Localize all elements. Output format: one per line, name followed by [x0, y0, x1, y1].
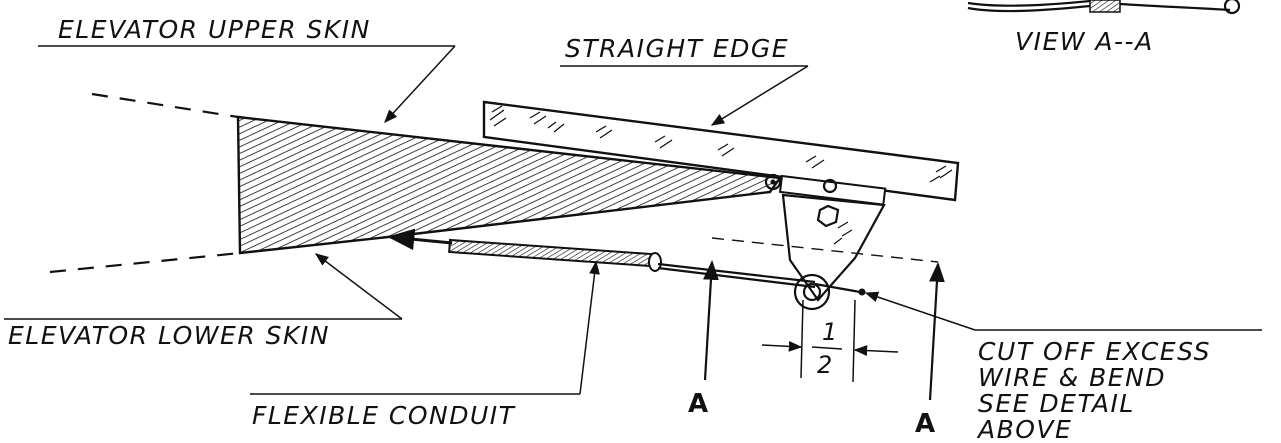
- horn-eye: [793, 273, 831, 311]
- straight-edge-label: STRAIGHT EDGE: [565, 34, 789, 63]
- control-horn: [781, 193, 886, 302]
- conduit-leader: [579, 260, 600, 395]
- hinge-bolt-head: [822, 178, 838, 194]
- upper-skin-leader: [384, 45, 456, 123]
- fraction-bar: [811, 346, 843, 350]
- section-cut: A A: [688, 237, 945, 439]
- view-label: VIEW A--A: [1015, 27, 1154, 56]
- detail-wire: [1119, 2, 1231, 12]
- dimension-extension-right: [852, 299, 856, 383]
- dimension-arrow-right: [853, 345, 899, 356]
- wire-lower: [657, 266, 816, 289]
- horn-hole: [802, 282, 822, 302]
- conduit-assembly: [387, 228, 866, 296]
- note-line-1: CUT OFF EXCESS: [978, 337, 1211, 366]
- section-arrow-right: [928, 262, 945, 401]
- detail-fitting: [1089, 0, 1121, 13]
- straight-edge-bar: [482, 100, 960, 202]
- lower-skin-label-group: ELEVATOR LOWER SKIN: [4, 253, 403, 350]
- wire-excess: [814, 282, 861, 294]
- dimension-denominator: 2: [817, 351, 832, 379]
- detail-rod: [967, 4, 1091, 13]
- section-label-right: A: [915, 409, 935, 439]
- horn-nut: [816, 204, 840, 228]
- section-plane-line: [711, 237, 939, 263]
- flexible-conduit-label: FLEXIBLE CONDUIT: [252, 401, 516, 430]
- wire: [657, 262, 816, 284]
- upper-skin-label-group: ELEVATOR UPPER SKIN: [38, 15, 456, 123]
- note-line-2: WIRE & BEND: [978, 363, 1166, 392]
- detail-rod-top: [967, 0, 1091, 7]
- conduit-end-fitting: [648, 252, 662, 272]
- note-leader: [864, 291, 976, 331]
- hinge-assembly: [764, 173, 887, 311]
- conduit-label-group: FLEXIBLE CONDUIT: [250, 260, 600, 430]
- lower-skin-leader: [314, 253, 403, 320]
- view-a-a-detail: VIEW A--A: [967, 0, 1241, 56]
- lower-skin-label: ELEVATOR LOWER SKIN: [8, 321, 330, 350]
- wire-end: [858, 288, 866, 296]
- detail-loop: [1223, 0, 1241, 15]
- dimension-numerator: 1: [822, 318, 837, 346]
- note-group: CUT OFF EXCESS WIRE & BEND SEE DETAIL AB…: [864, 291, 1262, 443]
- dimension-extension-left: [800, 299, 804, 379]
- dimension-half: 1 2: [761, 299, 899, 383]
- section-label-left: A: [688, 389, 708, 419]
- elevator-skin-wedge: [236, 115, 783, 255]
- elevator-section: [49, 92, 783, 274]
- upper-skin-extension: [91, 92, 239, 119]
- note-line-3: SEE DETAIL: [978, 389, 1135, 418]
- note-line-4: ABOVE: [976, 415, 1072, 443]
- conduit-entry: [387, 228, 453, 251]
- straight-edge-leader: [710, 65, 809, 126]
- straight-edge-outline: [482, 100, 960, 202]
- straight-edge-label-group: STRAIGHT EDGE: [560, 34, 809, 126]
- straight-edge-marks: [489, 105, 953, 183]
- lower-skin-extension: [49, 251, 241, 274]
- upper-skin-label: ELEVATOR UPPER SKIN: [58, 15, 371, 44]
- horn-marks: [833, 221, 853, 245]
- hinge-pin: [764, 173, 782, 191]
- dimension-arrow-left: [761, 340, 803, 352]
- section-arrow-left: [703, 260, 719, 381]
- flexible-conduit: [448, 238, 659, 268]
